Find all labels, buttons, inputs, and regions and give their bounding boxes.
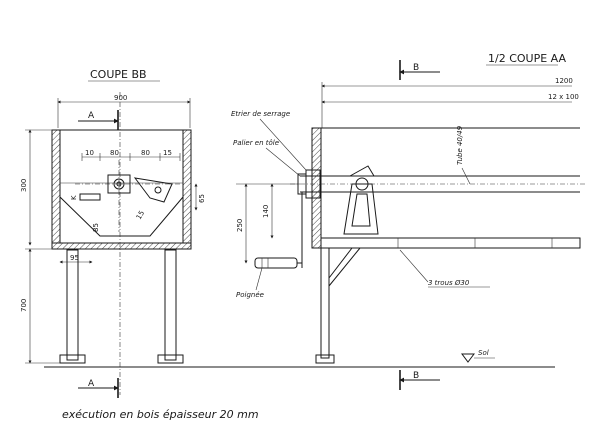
coupe-bb-view: COUPE BB 900 A (20, 68, 206, 398)
coupe-bb-title: COUPE BB (90, 68, 147, 81)
dim-85: 85 (92, 223, 100, 232)
footer-note: exécution en bois épaisseur 20 mm (62, 408, 259, 421)
dim-k: K (70, 195, 78, 200)
dim-250: 250 (236, 219, 244, 232)
aa-leg (320, 247, 330, 359)
dim-700: 700 (20, 299, 28, 312)
shaft-tube (290, 169, 585, 199)
trous-label: 3 trous Ø30 (428, 279, 470, 287)
dim-10: 10 (85, 149, 94, 157)
coupe-aa-view: 1/2 COUPE AA B 1200 12 x 100 (231, 52, 585, 390)
bb-top-dims: 10 80 80 15 (81, 149, 181, 161)
sol-marker: Sol (461, 349, 495, 363)
dim-80b: 80 (141, 149, 150, 157)
dim-140: 140 (262, 205, 270, 218)
etrier-label: Etrier de serrage (231, 110, 290, 118)
paddle (343, 183, 379, 235)
poignee-label: Poignée (236, 291, 264, 299)
section-b-top-label: B (413, 63, 419, 73)
left-wall (51, 129, 61, 244)
crank-handle (254, 257, 298, 269)
right-leg (164, 249, 177, 361)
dim-15b: 15 (135, 209, 146, 221)
hopper-slope (59, 196, 184, 237)
section-a-top: A (78, 110, 119, 130)
tube-label: Tube 40/49 (456, 125, 464, 165)
coupe-aa-title: 1/2 COUPE AA (488, 52, 567, 65)
dim-80a: 80 (110, 149, 119, 157)
dim-300: 300 (20, 179, 28, 192)
bottom-floor (51, 242, 192, 250)
section-b-bottom: B (399, 370, 440, 390)
section-a-bottom-label: A (88, 379, 95, 389)
dim-65: 65 (198, 194, 206, 203)
bb-mechanism (75, 160, 180, 232)
section-a-bottom: A (78, 378, 119, 398)
dim-95: 95 (70, 254, 79, 262)
dim-900-label: 900 (114, 94, 127, 102)
dim-1200: 1200 (555, 77, 573, 85)
dim-12x100: 12 x 100 (548, 93, 579, 101)
dim-15: 15 (163, 149, 172, 157)
dim-width-900: 900 (57, 94, 191, 128)
left-leg (66, 249, 79, 361)
palier-label: Palier en tôle (233, 139, 279, 147)
right-wall (182, 129, 192, 244)
section-b-top: B (399, 60, 440, 80)
section-a-top-label: A (88, 111, 95, 121)
section-b-bottom-label: B (413, 371, 419, 381)
sol-label: Sol (478, 349, 489, 357)
